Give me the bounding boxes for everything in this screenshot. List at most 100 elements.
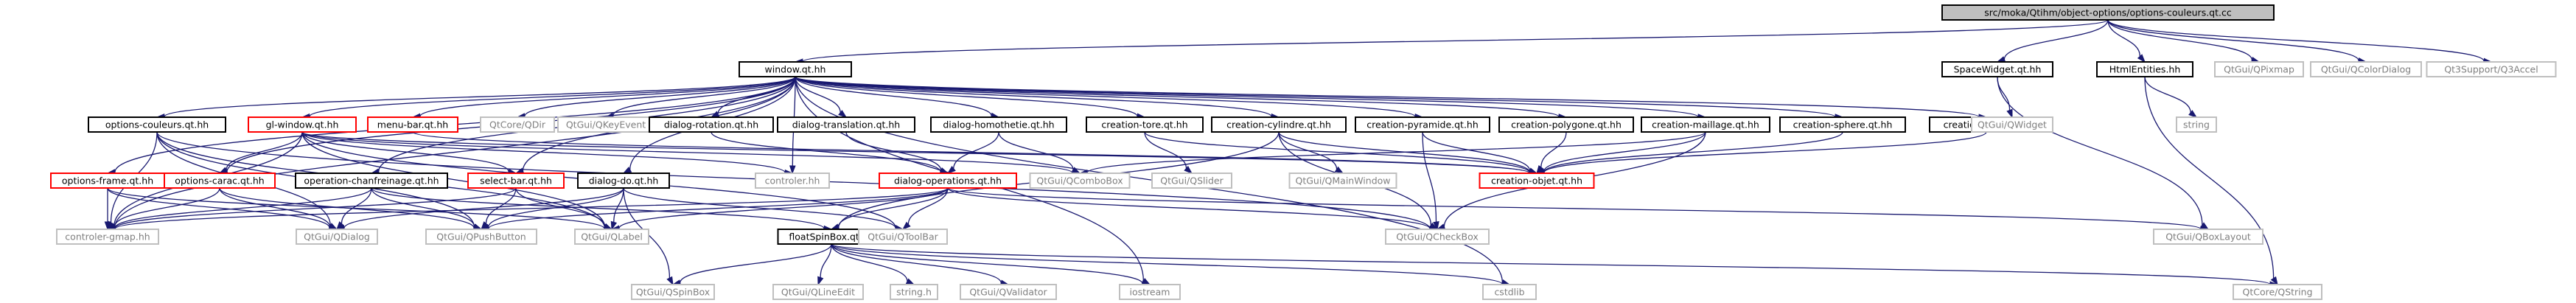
node-iostream[interactable]: iostream (1119, 284, 1181, 300)
node-box (777, 116, 915, 133)
node-qpixmap[interactable]: QtGui/QPixmap (2214, 61, 2304, 77)
node-stringh[interactable]: string.h (890, 284, 938, 300)
edge-window-to-dlgtranslation (795, 76, 848, 118)
node-label: options-carac.qt.hh (175, 175, 264, 187)
node-qdir[interactable]: QtCore/QDir (480, 116, 555, 133)
node-box (1498, 116, 1634, 133)
node-qstring[interactable]: QtCore/QString (2233, 284, 2322, 300)
node-crtore[interactable]: creation-tore.qt.hh (1086, 116, 1204, 133)
node-label: QtGui/QSpinBox (636, 287, 710, 298)
node-dlghomothetie[interactable]: dialog-homothetie.qt.hh (930, 116, 1067, 133)
node-label: creation-maillage.qt.hh (1652, 119, 1759, 130)
edge-glwindow-to-optcarac (218, 131, 303, 174)
node-qpushbutton[interactable]: QtGui/QPushButton (425, 229, 537, 245)
node-glwindow[interactable]: gl-window.qt.hh (248, 116, 357, 133)
node-box (1086, 116, 1204, 133)
node-optcouleurs[interactable]: options-couleurs.qt.hh (88, 116, 226, 133)
node-label: QtGui/QLineEdit (781, 287, 855, 298)
edge-dlgops-to-qpushbutton (480, 187, 949, 232)
node-qdialog[interactable]: QtGui/QDialog (296, 229, 378, 245)
node-crobjet[interactable]: creation-objet.qt.hh (1479, 173, 1595, 189)
node-qlabel[interactable]: QtGui/QLabel (574, 229, 649, 245)
node-box (960, 284, 1057, 300)
node-cstdlib[interactable]: cstdlib (1482, 284, 1537, 300)
node-box (1355, 116, 1490, 133)
node-label: QtGui/QBoxLayout (2165, 231, 2251, 243)
node-dlgops[interactable]: dialog-operations.qt.hh (879, 173, 1017, 189)
node-label: dialog-operations.qt.hh (894, 175, 1002, 187)
node-label: dialog-translation.qt.hh (792, 119, 900, 130)
node-label: QtGui/QMainWindow (1296, 175, 1391, 187)
node-label: creation-polygone.qt.hh (1511, 119, 1622, 130)
node-qlineedit[interactable]: QtGui/QLineEdit (772, 284, 864, 300)
node-label: QtGui/QSlider (1160, 175, 1224, 187)
node-ctrlgmap[interactable]: controler-gmap.hh (56, 229, 159, 245)
node-optcarac[interactable]: options-carac.qt.hh (164, 173, 276, 189)
node-box (755, 173, 830, 189)
node-label: creation-sphere.qt.hh (1793, 119, 1893, 130)
node-label: SpaceWidget.qt.hh (1954, 64, 2042, 75)
node-qslider[interactable]: QtGui/QSlider (1151, 173, 1232, 189)
node-label: Qt3Support/Q3Accel (2444, 64, 2538, 75)
node-box (480, 116, 555, 133)
node-label: string (2183, 119, 2210, 130)
node-q3accel[interactable]: Qt3Support/Q3Accel (2426, 61, 2557, 77)
node-qwidget[interactable]: QtGui/QWidget (1971, 116, 2053, 133)
node-box (1211, 116, 1347, 133)
node-label: HtmlEntities.hh (2109, 64, 2181, 75)
node-crpolygone[interactable]: creation-polygone.qt.hh (1498, 116, 1634, 133)
node-box (425, 229, 537, 245)
node-label: operation-chanfreinage.qt.hh (304, 175, 439, 187)
node-root[interactable]: src/moka/Qtihm/object-options/options-co… (1941, 4, 2275, 21)
node-box (2153, 229, 2263, 245)
edge-spacewidget-to-qwidget (1997, 76, 2013, 119)
node-box (772, 284, 864, 300)
node-box (1288, 173, 1397, 189)
node-crsphere[interactable]: creation-sphere.qt.hh (1779, 116, 1906, 133)
node-qmainwindow[interactable]: QtGui/QMainWindow (1288, 173, 1397, 189)
edge-spacewidget-to-qboxlayout (1997, 76, 2210, 230)
node-label: QtGui/QPushButton (436, 231, 526, 243)
node-dlgrotation[interactable]: dialog-rotation.qt.hh (649, 116, 774, 133)
node-label: window.qt.hh (765, 64, 826, 75)
node-optframe[interactable]: options-frame.qt.hh (50, 173, 165, 189)
node-spacewidget[interactable]: SpaceWidget.qt.hh (1941, 61, 2053, 77)
node-crmaillage[interactable]: creation-maillage.qt.hh (1641, 116, 1770, 133)
node-controler[interactable]: controler.hh (755, 173, 830, 189)
edge-root-to-spacewidget (1996, 19, 2109, 63)
node-qtoolbar[interactable]: QtGui/QToolBar (858, 229, 948, 245)
node-qcolordialog[interactable]: QtGui/QColorDialog (2310, 61, 2422, 77)
node-menubar[interactable]: menu-bar.qt.hh (367, 116, 458, 133)
node-opchanfrein[interactable]: operation-chanfreinage.qt.hh (295, 173, 448, 189)
node-selectbar[interactable]: select-bar.qt.hh (467, 173, 565, 189)
node-box (631, 284, 715, 300)
node-crcylindre[interactable]: creation-cylindre.qt.hh (1211, 116, 1347, 133)
edge-crsphere-to-crobjet (1535, 131, 1843, 175)
node-label: dialog-do.qt.hh (589, 175, 659, 187)
node-qvalidator[interactable]: QtGui/QValidator (960, 284, 1057, 300)
edge-crcylindre-to-qmainwindow (1278, 131, 1344, 174)
node-dlgtranslation[interactable]: dialog-translation.qt.hh (777, 116, 915, 133)
node-label: dialog-rotation.qt.hh (664, 119, 758, 130)
node-box (739, 61, 852, 77)
node-qboxlayout[interactable]: QtGui/QBoxLayout (2153, 229, 2263, 245)
node-label: QtCore/QString (2242, 287, 2312, 298)
node-window[interactable]: window.qt.hh (739, 61, 852, 77)
node-box (1479, 173, 1595, 189)
node-qcombobox[interactable]: QtGui/QComboBox (1029, 173, 1131, 189)
node-label: options-frame.qt.hh (62, 175, 153, 187)
node-qspinbox[interactable]: QtGui/QSpinBox (631, 284, 715, 300)
node-qcheckbox[interactable]: QtGui/QCheckBox (1385, 229, 1490, 245)
edge-dlghomothetie-to-qcombobox (998, 131, 1081, 174)
edge-root-to-window (794, 19, 2109, 65)
node-string[interactable]: string (2176, 116, 2217, 133)
node-crpyramide[interactable]: creation-pyramide.qt.hh (1355, 116, 1490, 133)
node-htmlentities[interactable]: HtmlEntities.hh (2096, 61, 2193, 77)
node-label: creation-objet.qt.hh (1491, 175, 1582, 187)
node-box (1385, 229, 1490, 245)
node-dlgdo[interactable]: dialog-do.qt.hh (577, 173, 670, 189)
node-qkeyevent[interactable]: QtGui/QKeyEvent (557, 116, 655, 133)
node-label: controler-gmap.hh (65, 231, 150, 243)
node-label: creation-pyramide.qt.hh (1366, 119, 1479, 130)
node-label: iostream (1130, 287, 1170, 298)
